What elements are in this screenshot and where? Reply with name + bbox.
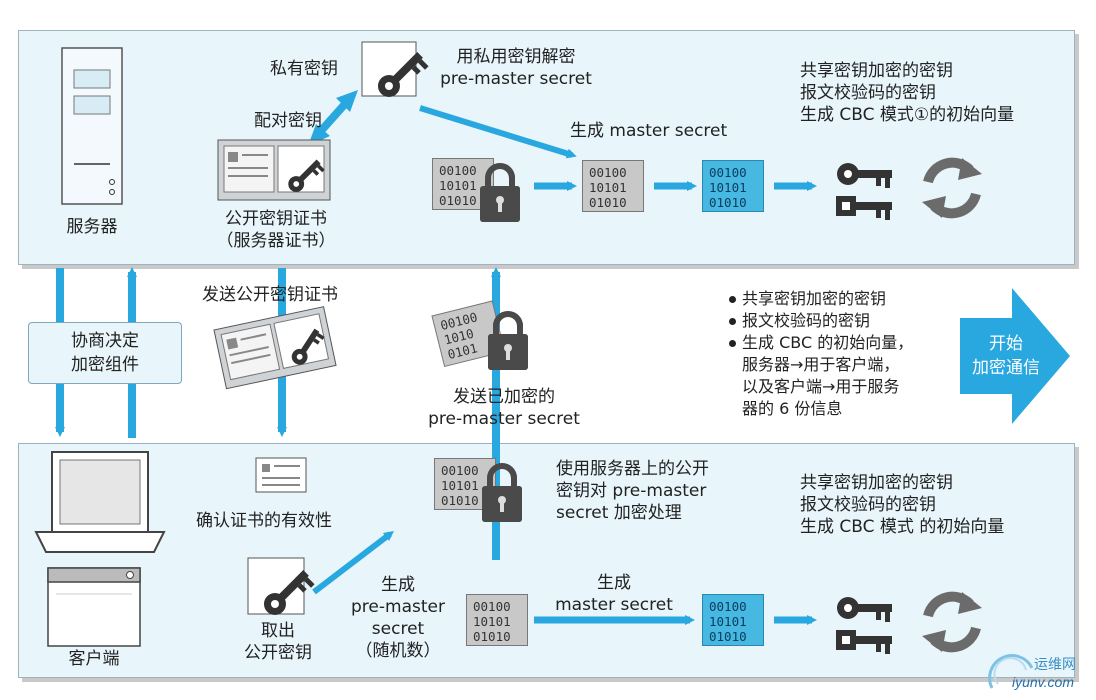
binary-block-bottom-master: 00100 10101 01010 <box>702 594 764 646</box>
private-key-label: 私有密钥 <box>270 59 338 79</box>
certificate-label: 公开密钥证书 （服务器证书） <box>216 209 336 251</box>
list-item: 报文校验码的密钥 <box>728 310 913 332</box>
server-label: 服务器 <box>66 217 118 237</box>
pair-key-label: 配对密钥 <box>254 111 322 131</box>
list-item: 共享密钥加密的密钥 <box>728 288 913 310</box>
binary-block-bottom-encrypted: 00100 10101 01010 <box>434 458 496 510</box>
decrypt-premaster-label: 用私用密钥解密 pre-master secret <box>440 47 592 89</box>
svg-text:1010: 1010 <box>442 326 475 348</box>
svg-text:0101: 0101 <box>446 340 479 362</box>
binary-block-top-master: 00100 10101 01010 <box>702 160 764 212</box>
lock-overlay-bottom <box>482 464 522 522</box>
send-encrypted-premaster-label: 发送已加密的 pre-master secret <box>428 387 580 429</box>
client-panel <box>18 443 1075 678</box>
send-certificate-label: 发送公开密钥证书 <box>202 285 338 305</box>
shared-keys-label-top: 共享密钥加密的密钥 报文校验码的密钥 生成 CBC 模式①的初始向量 <box>800 61 1015 125</box>
generate-master-label-bottom: 生成 master secret <box>555 573 673 615</box>
list-item: 生成 CBC 的初始向量， 服务器→用于客户端， 以及客户端→用于服务 器的 6… <box>728 332 913 420</box>
lock-overlay-middle <box>488 312 528 370</box>
session-keys-list: 共享密钥加密的密钥 报文校验码的密钥 生成 CBC 的初始向量， 服务器→用于客… <box>728 288 913 420</box>
client-label: 客户端 <box>68 649 120 669</box>
svg-text:00100: 00100 <box>439 309 479 333</box>
encrypt-premaster-label: 使用服务器上的公开 密钥对 pre-master secret 加密处理 <box>556 459 709 523</box>
binary-block-top-premaster: 00100 10101 01010 <box>582 160 644 212</box>
watermark-text-cn: 运维网 <box>1034 657 1076 673</box>
shared-keys-label-bottom: 共享密钥加密的密钥 报文校验码的密钥 生成 CBC 模式 的初始向量 <box>800 473 1005 537</box>
negotiate-cipher-box: 协商决定 加密组件 <box>28 322 182 384</box>
lock-overlay-top <box>480 164 520 222</box>
watermark-text-url: iyunv.com <box>1012 674 1074 690</box>
binary-block-bottom-premaster: 00100 10101 01010 <box>466 594 528 646</box>
take-public-key-label: 取出 公开密钥 <box>244 621 312 663</box>
start-communication-label: 开始 加密通信 <box>972 334 1040 378</box>
verify-certificate-label: 确认证书的有效性 <box>196 511 332 531</box>
generate-master-label-top: 生成 master secret <box>570 121 728 141</box>
generate-premaster-label: 生成 pre-master secret （随机数） <box>351 575 445 661</box>
certificate-icon-middle <box>213 306 337 390</box>
